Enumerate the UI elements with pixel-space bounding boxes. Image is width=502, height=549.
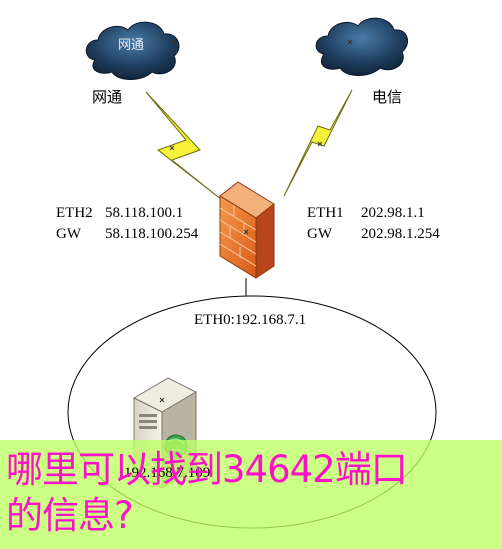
- eth2-gw: 58.118.100.254: [105, 226, 199, 242]
- lightning-right-icon: [283, 89, 353, 197]
- question-text: 哪里可以找到34642端口 的信息?: [6, 447, 408, 539]
- question-banner: [0, 440, 502, 549]
- question-line-2: 的信息?: [6, 494, 134, 537]
- question-line-1: 哪里可以找到34642端口: [6, 448, 408, 491]
- eth1-gw-label: GW: [307, 226, 332, 242]
- cloud-right-icon: [315, 17, 409, 76]
- eth0-label: ETH0:192.168.7.1: [194, 312, 307, 328]
- eth1-ip: 202.98.1.1: [361, 205, 425, 221]
- lightning-left-icon: [145, 91, 223, 201]
- cloud-left-label: 网通: [118, 37, 145, 52]
- eth2-ip: 58.118.100.1: [105, 205, 184, 221]
- isp-right-label: 电信: [372, 90, 403, 106]
- eth2-name: ETH2: [56, 205, 93, 221]
- eth2-gw-label: GW: [56, 226, 81, 242]
- isp-left-label: 网通: [92, 90, 123, 106]
- selection-marks: [117, 39, 353, 403]
- eth1-gw: 202.98.1.254: [361, 226, 440, 242]
- firewall-icon: [219, 181, 275, 279]
- eth1-name: ETH1: [307, 205, 344, 221]
- cloud-left-icon: [85, 21, 180, 80]
- server-ip: 192.168.7.109: [124, 465, 211, 481]
